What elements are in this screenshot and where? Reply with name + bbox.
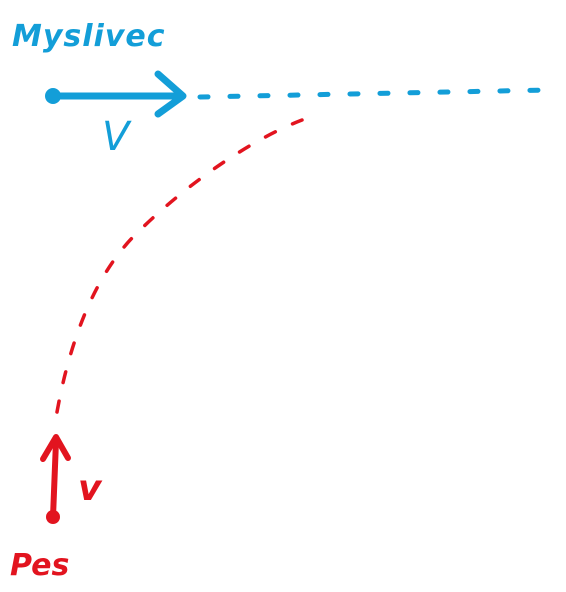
dog-velocity-arrow: [40, 434, 71, 524]
dog-pursuit-curve: [55, 118, 304, 414]
dog-label: Pes: [10, 548, 69, 583]
hunter-label: Myslivec: [12, 19, 166, 54]
dog-arrow-head: [40, 434, 71, 462]
dog-velocity-label: v: [78, 468, 103, 509]
hunter-arrow-head: [154, 70, 187, 118]
hunter-position-dot: [45, 88, 61, 104]
dog-group: v Pes: [10, 118, 304, 583]
hunter-group: Myslivec V: [12, 19, 551, 160]
hunter-velocity-arrow: [45, 70, 187, 118]
hunter-dotted-trajectory: [197, 87, 551, 100]
dog-arrow-shaft: [50, 438, 59, 520]
dog-position-dot: [46, 510, 60, 524]
hunter-velocity-label: V: [102, 114, 132, 160]
